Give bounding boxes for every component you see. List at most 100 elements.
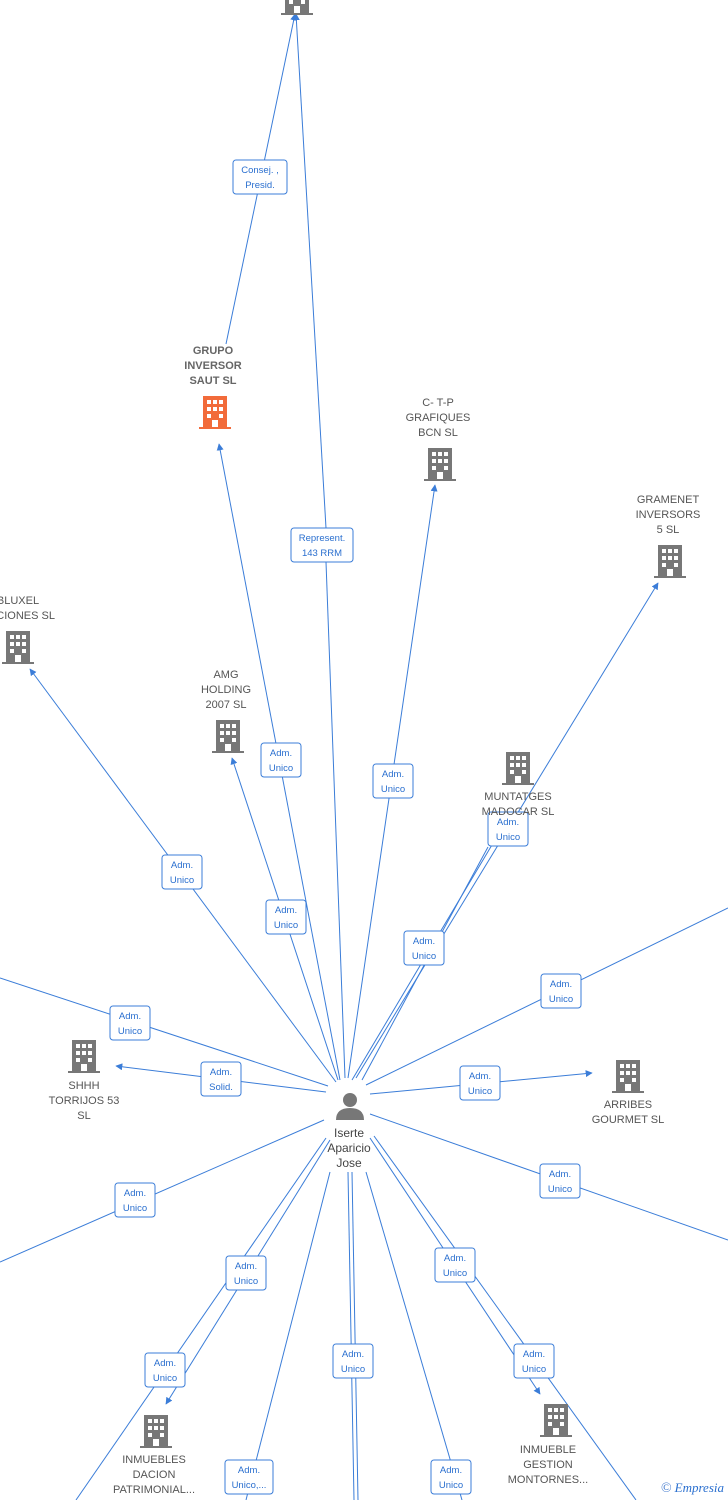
company-node-shhh[interactable]: SHHH TORRIJOS 53 SL bbox=[49, 1040, 120, 1122]
relation-label-consej[interactable]: Consej. ,Presid. bbox=[232, 159, 288, 195]
relation-box bbox=[200, 1061, 242, 1097]
company-label[interactable]: BLUXEL bbox=[0, 595, 39, 607]
company-label[interactable]: SHHH bbox=[68, 1080, 99, 1092]
center-name[interactable]: Jose bbox=[336, 1156, 362, 1170]
copyright-icon: © bbox=[661, 1481, 672, 1496]
relation-text: Unico bbox=[549, 994, 573, 1005]
relation-text: Adm. bbox=[549, 1169, 571, 1180]
building-icon bbox=[281, 0, 313, 15]
relation-text: Unico bbox=[522, 1364, 546, 1375]
relation-box bbox=[540, 973, 582, 1009]
company-node-arribes[interactable]: ARRIBES GOURMET SL bbox=[592, 1060, 665, 1126]
relation-label-adm-bottom-right[interactable]: Adm.Unico bbox=[430, 1459, 472, 1495]
relation-label-adm-muntatges[interactable]: Adm.Unico bbox=[403, 930, 445, 966]
edge-line bbox=[365, 1171, 463, 1500]
company-label[interactable]: TORRIJOS 53 bbox=[49, 1095, 120, 1107]
relation-label-represent[interactable]: Represent.143 RRM bbox=[290, 527, 354, 563]
company-label[interactable]: GOURMET SL bbox=[592, 1114, 665, 1126]
relation-labels: Consej. ,Presid.Represent.143 RRMAdm.Uni… bbox=[109, 159, 582, 1495]
company-label[interactable]: AMG bbox=[213, 669, 238, 681]
company-label[interactable]: C- T-P bbox=[422, 397, 454, 409]
relation-box bbox=[403, 930, 445, 966]
company-label[interactable]: PATRIMONIAL... bbox=[113, 1484, 195, 1496]
edges bbox=[0, 13, 728, 1500]
relation-label-adm-gramenet[interactable]: Adm. Unico bbox=[487, 811, 529, 847]
company-node-ctp-grafiques[interactable]: C- T-P GRAFIQUES BCN SL bbox=[406, 397, 471, 481]
company-label[interactable]: MONTORNES... bbox=[508, 1474, 588, 1486]
company-label[interactable]: GESTION bbox=[523, 1459, 573, 1471]
relation-box bbox=[332, 1343, 374, 1379]
company-label[interactable]: DACION bbox=[133, 1469, 176, 1481]
edge-line bbox=[325, 561, 346, 1079]
edge-line bbox=[351, 1171, 359, 1500]
watermark: ©Empresia bbox=[661, 1480, 724, 1497]
relation-box bbox=[114, 1182, 156, 1218]
relation-label-adm-arribes[interactable]: Adm.Unico bbox=[459, 1065, 501, 1101]
company-node-inmueble-gestion[interactable]: INMUEBLE GESTION MONTORNES... bbox=[508, 1404, 588, 1486]
edge-line bbox=[0, 1119, 325, 1263]
relation-text: Adm. bbox=[210, 1067, 232, 1078]
relation-label-adm-bluxel[interactable]: Adm.Unico bbox=[161, 854, 203, 890]
relation-text: Unico bbox=[412, 951, 436, 962]
relation-text: Adm. bbox=[124, 1188, 146, 1199]
center-name[interactable]: Iserte bbox=[334, 1126, 364, 1140]
company-node-top[interactable] bbox=[281, 0, 313, 15]
relation-text: Adm. bbox=[469, 1071, 491, 1082]
company-label[interactable]: INMUEBLES bbox=[122, 1454, 186, 1466]
center-name[interactable]: Aparicio bbox=[327, 1141, 371, 1155]
company-label[interactable]: HOLDING bbox=[201, 684, 251, 696]
company-label[interactable]: MADOCAR SL bbox=[482, 806, 555, 818]
relation-label-adm-gestion-1[interactable]: Adm.Unico bbox=[434, 1247, 476, 1283]
relation-label-adm-left-lower[interactable]: Adm.Unico bbox=[114, 1182, 156, 1218]
company-label[interactable]: SL bbox=[77, 1110, 90, 1122]
company-node-gramenet[interactable]: GRAMENET INVERSORS 5 SL bbox=[636, 494, 701, 578]
relation-label-adm-ctp[interactable]: Adm.Unico bbox=[372, 763, 414, 799]
company-label[interactable]: 2007 SL bbox=[206, 699, 247, 711]
relation-label-adm-solid[interactable]: Adm.Solid. bbox=[200, 1061, 242, 1097]
building-icon bbox=[199, 396, 231, 429]
relation-text: Adm. bbox=[497, 817, 519, 828]
company-label[interactable]: BCN SL bbox=[418, 427, 458, 439]
building-icon bbox=[502, 752, 534, 785]
company-label[interactable]: GRUPO bbox=[193, 345, 234, 357]
relation-box bbox=[290, 527, 354, 563]
company-label[interactable]: 5 SL bbox=[657, 524, 680, 536]
company-label[interactable]: INVERSOR bbox=[184, 360, 242, 372]
company-node-grupo-inversor[interactable]: GRUPO INVERSOR SAUT SL bbox=[184, 345, 242, 429]
company-label[interactable]: SAUT SL bbox=[189, 375, 236, 387]
relation-label-adm-right-lower[interactable]: Adm.Unico bbox=[539, 1163, 581, 1199]
relation-label-adm-gestion-2[interactable]: Adm.Unico bbox=[513, 1343, 555, 1379]
company-label[interactable]: BUCIONES SL bbox=[0, 610, 55, 622]
company-node-amg[interactable]: AMG HOLDING 2007 SL bbox=[201, 669, 251, 753]
company-node-bluxel[interactable]: BLUXEL BUCIONES SL bbox=[0, 595, 55, 664]
relation-label-adm-dacion-1[interactable]: Adm.Unico bbox=[225, 1255, 267, 1291]
building-icon bbox=[212, 720, 244, 753]
company-label[interactable]: INVERSORS bbox=[636, 509, 701, 521]
company-label[interactable]: MUNTATGES bbox=[484, 791, 551, 803]
company-label[interactable]: GRAFIQUES bbox=[406, 412, 471, 424]
company-node-muntatges[interactable]: MUNTATGES MADOCAR SL bbox=[482, 752, 555, 818]
relation-text: 143 RRM bbox=[302, 548, 342, 559]
relation-box bbox=[513, 1343, 555, 1379]
relation-label-adm-bottom-mid[interactable]: Adm.Unico bbox=[332, 1343, 374, 1379]
relation-label-adm-dacion-2[interactable]: Adm.Unico bbox=[144, 1352, 186, 1388]
company-label[interactable]: INMUEBLE bbox=[520, 1444, 576, 1456]
edge-line bbox=[373, 1135, 637, 1500]
relation-text: Unico bbox=[118, 1026, 142, 1037]
relation-label-adm-grupo[interactable]: Adm.Unico bbox=[260, 742, 302, 778]
building-icon bbox=[654, 545, 686, 578]
relation-box bbox=[539, 1163, 581, 1199]
relation-label-adm-right-upper[interactable]: Adm.Unico bbox=[540, 973, 582, 1009]
relation-label-adm-amg[interactable]: Adm.Unico bbox=[265, 899, 307, 935]
relation-text: Unico bbox=[153, 1373, 177, 1384]
building-icon bbox=[140, 1415, 172, 1448]
relation-label-adm-left-upper[interactable]: Adm.Unico bbox=[109, 1005, 151, 1041]
relation-text: Consej. , bbox=[241, 165, 279, 176]
company-node-inmuebles-dacion[interactable]: INMUEBLES DACION PATRIMONIAL... bbox=[113, 1415, 195, 1496]
relation-text: Unico bbox=[496, 832, 520, 843]
company-label[interactable]: GRAMENET bbox=[637, 494, 700, 506]
relation-label-adm-bottom-left[interactable]: Adm.Unico,... bbox=[224, 1459, 274, 1495]
relation-text: Adm. bbox=[275, 905, 297, 916]
company-label[interactable]: ARRIBES bbox=[604, 1099, 652, 1111]
